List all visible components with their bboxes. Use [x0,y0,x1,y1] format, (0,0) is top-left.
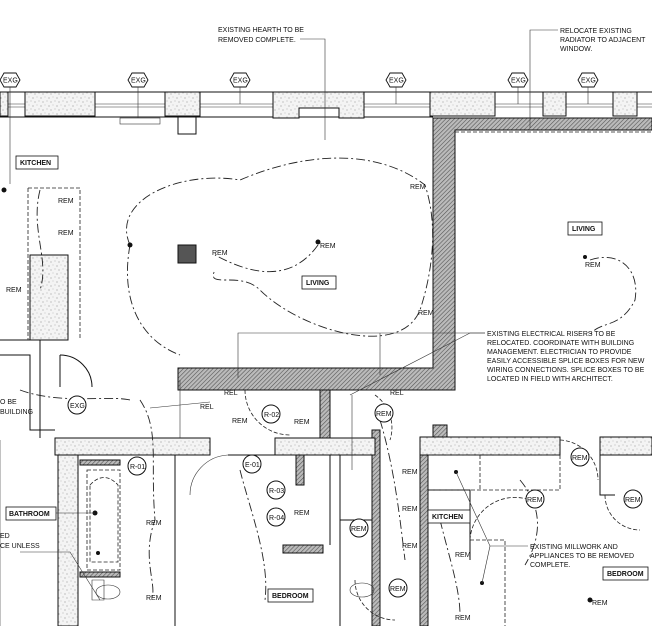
svg-text:REM: REM [402,506,418,513]
svg-text:REM: REM [527,497,543,504]
svg-text:EXG: EXG [70,403,85,410]
svg-text:REM: REM [376,411,392,418]
tag-r03: R-03 [266,480,286,500]
note-left-partial-top: O BE BUILDING [0,399,33,416]
svg-text:REM: REM [402,543,418,550]
svg-text:BUILDING: BUILDING [0,409,33,416]
svg-text:RELOCATE EXISTING: RELOCATE EXISTING [560,28,632,35]
svg-text:BEDROOM: BEDROOM [272,593,309,600]
svg-text:R-01: R-01 [130,464,145,471]
svg-text:REL: REL [200,404,214,411]
svg-text:REM: REM [572,455,588,462]
svg-text:COMPLETE.: COMPLETE. [530,562,571,569]
svg-text:EXG: EXG [511,78,526,85]
svg-text:REMOVED COMPLETE.: REMOVED COMPLETE. [218,37,296,44]
svg-text:REM: REM [232,418,248,425]
room-label-kitchen-2: KITCHEN [427,509,471,524]
room-outlines [0,187,615,626]
tag-rem-circle: REM [525,489,545,509]
svg-text:EXG: EXG [581,78,596,85]
svg-text:CE UNLESS: CE UNLESS [0,543,40,550]
svg-text:LOCATED IN FIELD WITH ARCHITEC: LOCATED IN FIELD WITH ARCHITECT. [487,376,613,383]
room-label-bedroom-2: BEDROOM [602,566,649,581]
svg-text:BEDROOM: BEDROOM [607,571,644,578]
svg-text:E-01: E-01 [245,462,260,469]
svg-text:MANAGEMENT. ELECTRICIAN TO PRO: MANAGEMENT. ELECTRICIAN TO PROVIDE [487,349,632,356]
svg-text:EXG: EXG [233,78,248,85]
svg-text:EASILY ACCESSIBLE SPLICE BOXES: EASILY ACCESSIBLE SPLICE BOXES FOR NEW [487,358,645,365]
tag-r01: R-01 [127,456,147,476]
tag-rem-circle: REM [388,578,408,598]
tag-r04: R-04 [266,507,286,527]
svg-text:REL: REL [224,390,238,397]
tag-rem-circle: REM [623,489,643,509]
room-label-bedroom-1: BEDROOM [267,588,314,603]
svg-text:REM: REM [212,250,228,257]
svg-text:REM: REM [625,497,641,504]
svg-text:KITCHEN: KITCHEN [432,514,463,521]
svg-text:REM: REM [455,615,471,622]
rel-labels: REL REL REL [200,390,404,411]
svg-text:REM: REM [455,552,471,559]
svg-text:LIVING: LIVING [306,280,330,287]
svg-text:REM: REM [146,520,162,527]
tag-rem-circle: REM [349,518,369,538]
svg-text:REM: REM [58,198,74,205]
svg-text:REM: REM [418,310,434,317]
note-left-partial-bottom: ED CE UNLESS [0,533,40,550]
tag-r02: R-02 [261,404,281,424]
note-radiator: RELOCATE EXISTING RADIATOR TO ADJACENT W… [560,28,646,53]
svg-text:REL: REL [390,390,404,397]
svg-text:REM: REM [351,526,367,533]
room-label-kitchen-1: KITCHEN [15,155,59,170]
svg-text:EXISTING ELECTRICAL RISERS TO: EXISTING ELECTRICAL RISERS TO BE [487,331,616,338]
svg-text:LIVING: LIVING [572,226,596,233]
svg-text:REM: REM [592,600,608,607]
svg-text:R-04: R-04 [269,515,284,522]
note-electrical-risers: EXISTING ELECTRICAL RISERS TO BE RELOCAT… [487,331,645,383]
svg-text:EXG: EXG [389,78,404,85]
svg-text:KITCHEN: KITCHEN [20,160,51,167]
svg-text:REM: REM [390,586,406,593]
tag-e01: E-01 [242,454,262,474]
svg-text:REM: REM [58,230,74,237]
svg-text:REM: REM [585,262,601,269]
rem-labels: REM REM REM REM REM REM REM REM REM REM … [6,184,608,622]
tag-exg-door: EXG [67,395,87,415]
svg-text:REM: REM [320,243,336,250]
svg-text:EXG: EXG [3,78,18,85]
svg-text:WIRING CONNECTIONS. SPLICE BOX: WIRING CONNECTIONS. SPLICE BOXES TO BE [487,367,645,374]
svg-text:WINDOW.: WINDOW. [560,46,592,53]
svg-text:BATHROOM: BATHROOM [9,511,50,518]
room-label-bathroom: BATHROOM [5,506,57,521]
svg-text:R-03: R-03 [269,488,284,495]
svg-text:REM: REM [410,184,426,191]
room-label-living-2: LIVING [567,221,603,236]
svg-text:REM: REM [294,419,310,426]
svg-text:ED: ED [0,533,10,540]
exterior-wall-top [0,91,652,135]
svg-text:REM: REM [146,595,162,602]
room-label-living-1: LIVING [301,275,337,290]
svg-text:REM: REM [6,287,22,294]
hatched-walls [79,117,652,626]
svg-text:RADIATOR TO ADJACENT: RADIATOR TO ADJACENT [560,37,646,44]
svg-text:REM: REM [294,510,310,517]
circled-tags: EXG R-01 R-02 E-01 R-03 R-04 REM REM REM… [67,395,643,598]
note-millwork: EXISTING MILLWORK AND APPLIANCES TO BE R… [530,544,634,569]
svg-text:R-02: R-02 [264,412,279,419]
note-hearth: EXISTING HEARTH TO BE REMOVED COMPLETE. [218,27,304,44]
exg-tags-top: EXG EXG EXG EXG EXG EXG [0,72,599,184]
svg-text:REM: REM [402,469,418,476]
svg-text:APPLIANCES TO BE REMOVED: APPLIANCES TO BE REMOVED [530,553,634,560]
svg-text:O BE: O BE [0,399,17,406]
svg-text:EXISTING MILLWORK AND: EXISTING MILLWORK AND [530,544,618,551]
tag-rem-circle: REM [374,403,394,423]
leader-lines [20,29,558,601]
svg-text:EXISTING HEARTH TO BE: EXISTING HEARTH TO BE [218,27,304,34]
stipple-walls [29,254,652,626]
svg-text:RELOCATED. COORDINATE WITH BUI: RELOCATED. COORDINATE WITH BUILDING [487,340,634,347]
tag-rem-circle: REM [570,447,590,467]
svg-text:EXG: EXG [131,78,146,85]
